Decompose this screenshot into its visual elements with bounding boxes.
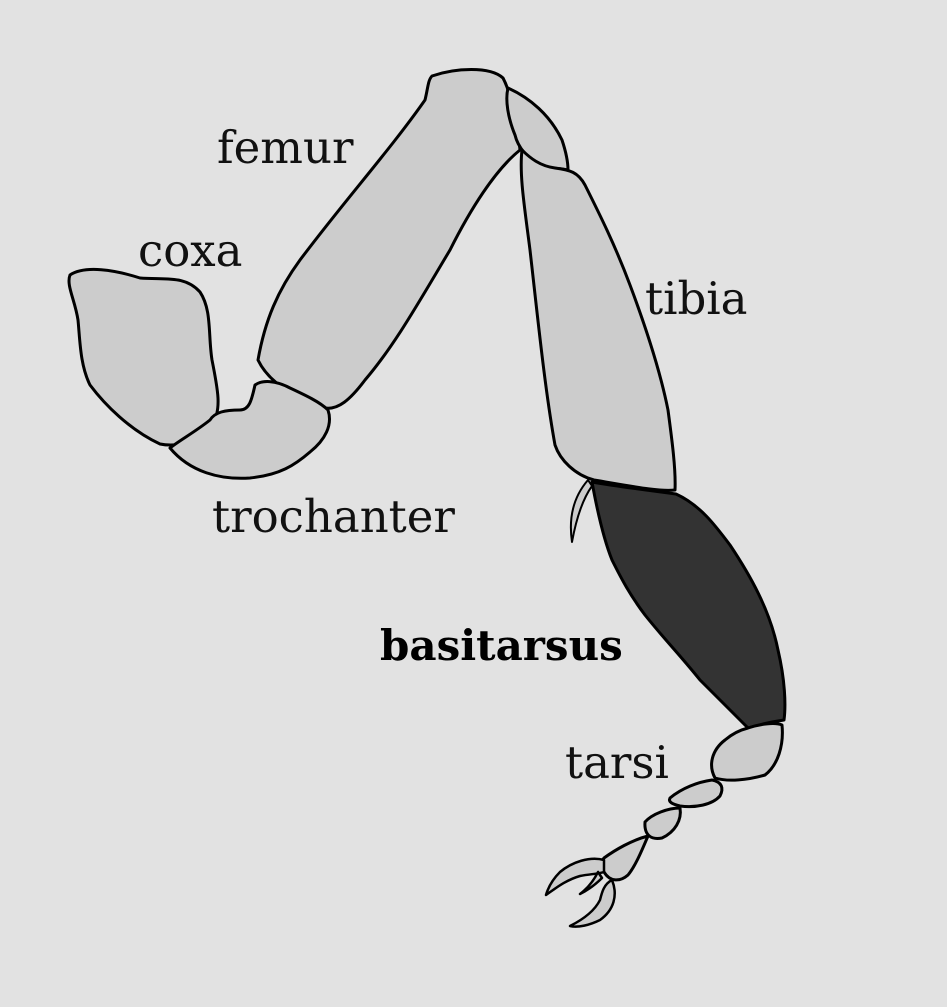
label-femur: femur — [217, 121, 354, 174]
label-tibia: tibia — [645, 272, 748, 325]
basitarsus-segment — [590, 480, 787, 730]
tibia-segment — [519, 148, 677, 492]
knee-segment — [505, 86, 570, 172]
label-basitarsus: basitarsus — [380, 621, 623, 670]
trochanter-segment — [168, 380, 331, 480]
tarsus-segment-1 — [710, 722, 784, 782]
coxa-segment — [67, 268, 220, 447]
claw-upper — [544, 857, 606, 897]
claw-lower — [568, 878, 616, 928]
tibial-spur — [569, 479, 593, 543]
label-coxa: coxa — [138, 224, 243, 277]
label-trochanter: trochanter — [212, 490, 455, 543]
claw-middle — [578, 870, 604, 896]
tarsus-segment-2 — [668, 778, 724, 809]
tarsus-segment-3 — [643, 806, 682, 840]
tarsus-segment-4 — [599, 834, 650, 882]
label-tarsi: tarsi — [565, 736, 669, 789]
